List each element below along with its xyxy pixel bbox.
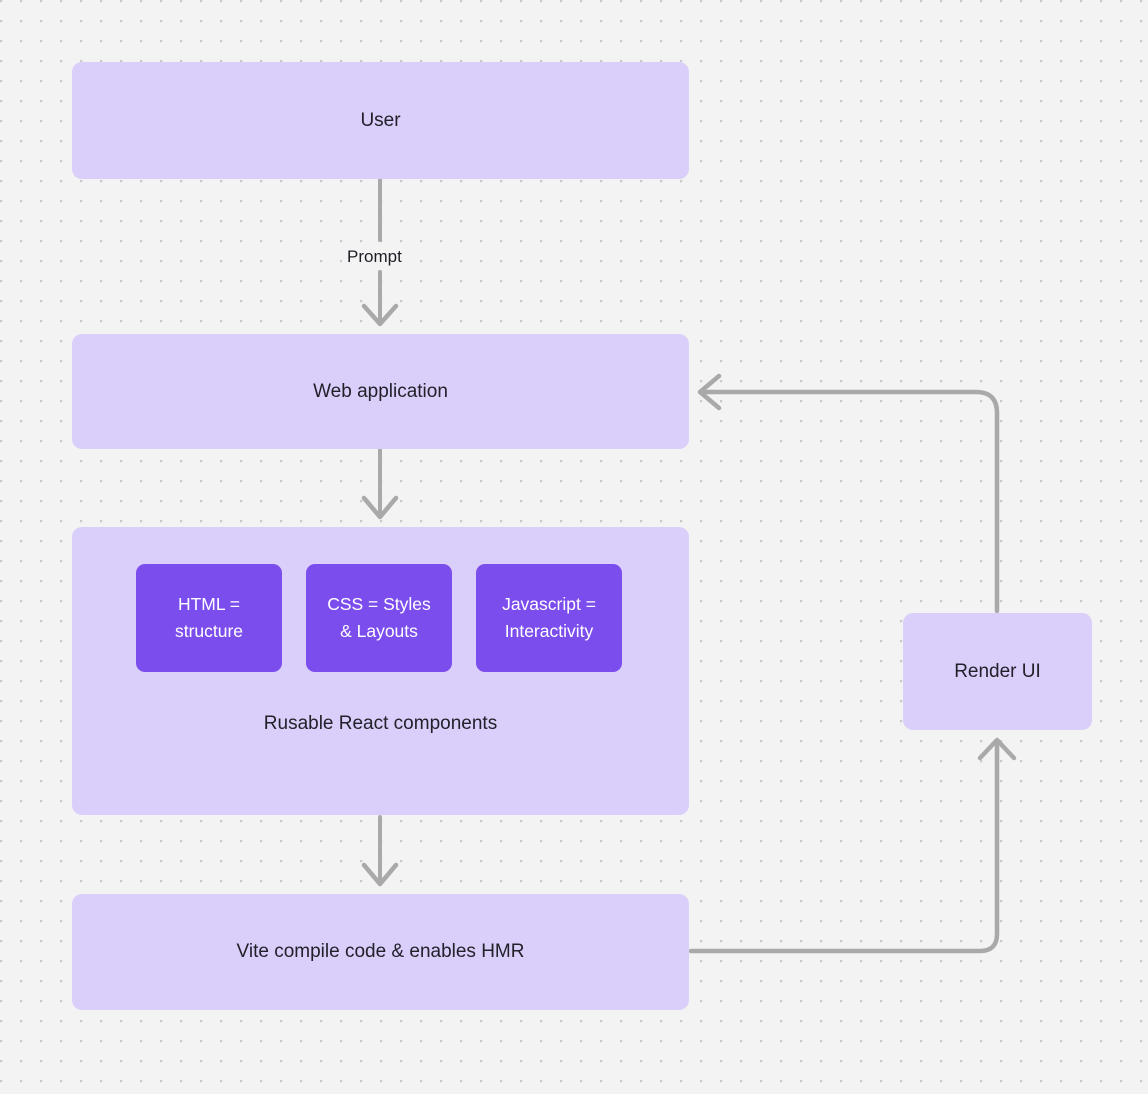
node-vite[interactable]: Vite compile code & enables HMR [72, 894, 689, 1010]
node-html-label-line1: HTML = [177, 593, 241, 614]
node-user-label: User [360, 109, 401, 131]
node-css-label: CSS = Styles & Layouts [327, 591, 431, 645]
node-render-ui[interactable]: Render UI [903, 613, 1092, 730]
node-css-label-line1: CSS = Styles [327, 593, 431, 614]
edge-components-to-vite [361, 815, 399, 887]
edge-render-to-webapp [697, 373, 1000, 614]
node-javascript[interactable]: Javascript = Interactivity [476, 564, 622, 672]
node-user[interactable]: User [72, 62, 689, 179]
node-html[interactable]: HTML = structure [136, 564, 282, 672]
node-html-label: HTML = structure [175, 591, 243, 645]
node-javascript-label: Javascript = Interactivity [502, 591, 596, 645]
node-render-ui-label: Render UI [954, 660, 1041, 682]
node-css[interactable]: CSS = Styles & Layouts [306, 564, 452, 672]
node-web-application[interactable]: Web application [72, 334, 689, 449]
edge-label-prompt[interactable]: Prompt [342, 246, 407, 268]
node-reusable-react-components[interactable]: HTML = structure CSS = Styles & Layouts … [72, 527, 689, 815]
node-html-label-line2: structure [174, 621, 244, 641]
node-css-label-line2: & Layouts [340, 621, 418, 641]
edge-webapp-to-components [361, 448, 399, 520]
node-javascript-label-line1: Javascript = [502, 593, 596, 614]
edge-vite-to-render [688, 737, 1017, 954]
node-reusable-react-components-label: Rusable React components [263, 713, 498, 734]
node-javascript-label-line2: Interactivity [504, 621, 594, 641]
node-vite-label: Vite compile code & enables HMR [236, 941, 525, 963]
node-web-application-label: Web application [313, 380, 448, 402]
